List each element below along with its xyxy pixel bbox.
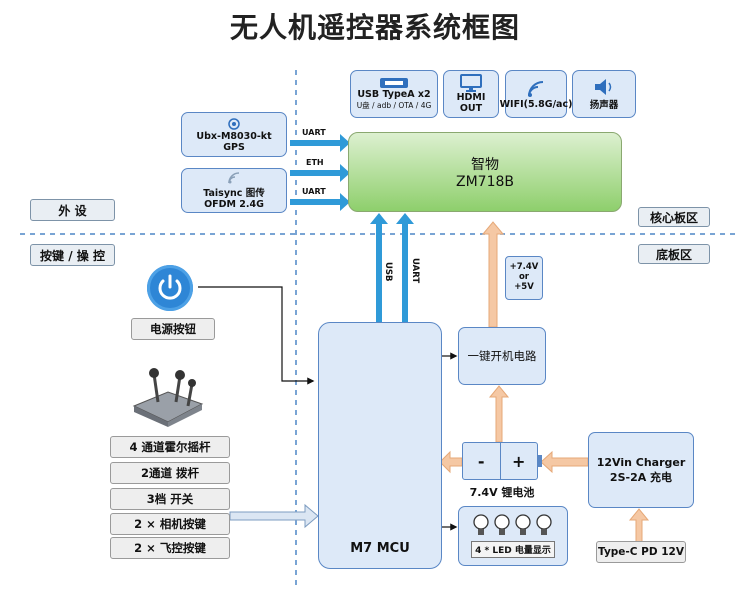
usb-module: USB TypeA x2 U盘 / adb / OTA / 4G — [350, 70, 438, 118]
wifi-module-title: WIFI(5.8G/ac) — [499, 98, 573, 110]
diagram-title: 无人机遥控器系统框图 — [229, 11, 520, 44]
control-item-hall-joystick: 4 通道霍尔摇杆 — [110, 436, 230, 458]
typec-pd-input: Type-C PD 12V — [596, 541, 686, 563]
usb-module-sub: U盘 / adb / OTA / 4G — [356, 101, 432, 110]
orange-arrows — [439, 221, 650, 543]
battery-plus: + — [512, 451, 526, 471]
mcu-block: M7 MCU — [318, 322, 442, 569]
taisync-line2: OFDM 2.4G — [204, 199, 264, 210]
zone-label-peripherals: 外 设 — [30, 199, 115, 221]
control-item-3pos-switch: 3档 开关 — [110, 488, 230, 510]
gps-module: Ubx-M8030-kt GPS — [181, 112, 287, 157]
voltage-line2: or — [518, 272, 530, 283]
soc-block: 智物 ZM718B — [348, 132, 622, 212]
gps-line2: GPS — [223, 141, 245, 153]
battery-terminal — [538, 455, 542, 467]
controls-to-mcu-arrow — [229, 503, 319, 529]
speaker-module-title: 扬声器 — [589, 100, 619, 111]
satellite-icon — [228, 117, 240, 130]
mcu-label: M7 MCU — [350, 541, 410, 556]
eth-label: ETH — [306, 158, 324, 167]
battery: - + — [462, 442, 538, 480]
zone-label-core-board: 核心板区 — [638, 207, 710, 227]
hdmi-module-title: HDMI OUT — [456, 92, 486, 114]
control-item-camera-keys: 2 × 相机按键 — [110, 513, 230, 535]
soc-line1: 智物 — [471, 157, 499, 173]
taisync-line1: Taisync 图传 — [203, 188, 265, 199]
speaker-module: 扬声器 — [572, 70, 636, 118]
voltage-label: +7.4V or +5V — [505, 256, 543, 300]
power-button — [147, 265, 193, 311]
power-button-to-mcu-wire — [198, 286, 315, 385]
uart-label-taisync: UART — [302, 187, 326, 196]
power-on-circuit-label: 一键开机电路 — [467, 349, 537, 363]
zone-label-keys-controls: 按键 / 操 控 — [30, 244, 115, 266]
zone-label-base-board: 底板区 — [638, 244, 710, 264]
power-button-label: 电源按钮 — [131, 318, 215, 340]
power-icon — [158, 274, 182, 300]
control-item-toggle-lever: 2通道 拨杆 — [110, 462, 230, 484]
usb-icon — [380, 78, 408, 88]
charger-line2: 2S-2A 充电 — [609, 470, 673, 484]
charger-line1: 12Vin Charger — [596, 455, 686, 469]
control-item-flight-keys: 2 × 飞控按键 — [110, 537, 230, 559]
hdmi-module: HDMI OUT — [443, 70, 499, 118]
taisync-module: Taisync 图传 OFDM 2.4G — [181, 168, 287, 213]
speaker-icon — [595, 79, 612, 95]
voltage-line3: +5V — [514, 281, 534, 292]
usb-vertical-label: USB — [383, 262, 393, 282]
battery-minus: - — [463, 443, 501, 479]
uart-label-gps: UART — [302, 128, 326, 137]
usb-module-title: USB TypeA x2 — [357, 89, 431, 100]
uart-vertical-label: UART — [410, 258, 420, 284]
led-indicator-block: 4 * LED 电量显示 — [458, 506, 568, 566]
battery-label: 7.4V 锂电池 — [469, 486, 535, 499]
signal-icon — [228, 172, 240, 184]
voltage-line1: +7.4V — [509, 262, 539, 273]
charger-block: 12Vin Charger 2S-2A 充电 — [588, 432, 694, 508]
wifi-module: WIFI(5.8G/ac) — [500, 70, 572, 118]
wifi-icon — [528, 80, 544, 97]
monitor-icon — [460, 74, 482, 92]
gps-line1: Ubx-M8030-kt — [196, 130, 272, 142]
led-label: 4 * LED 电量显示 — [471, 541, 555, 558]
soc-line2: ZM718B — [456, 174, 514, 190]
power-on-circuit: 一键开机电路 — [458, 327, 546, 385]
blue-arrows — [290, 134, 414, 322]
joystick-illustration — [132, 368, 204, 427]
bulb-icons — [473, 514, 552, 535]
